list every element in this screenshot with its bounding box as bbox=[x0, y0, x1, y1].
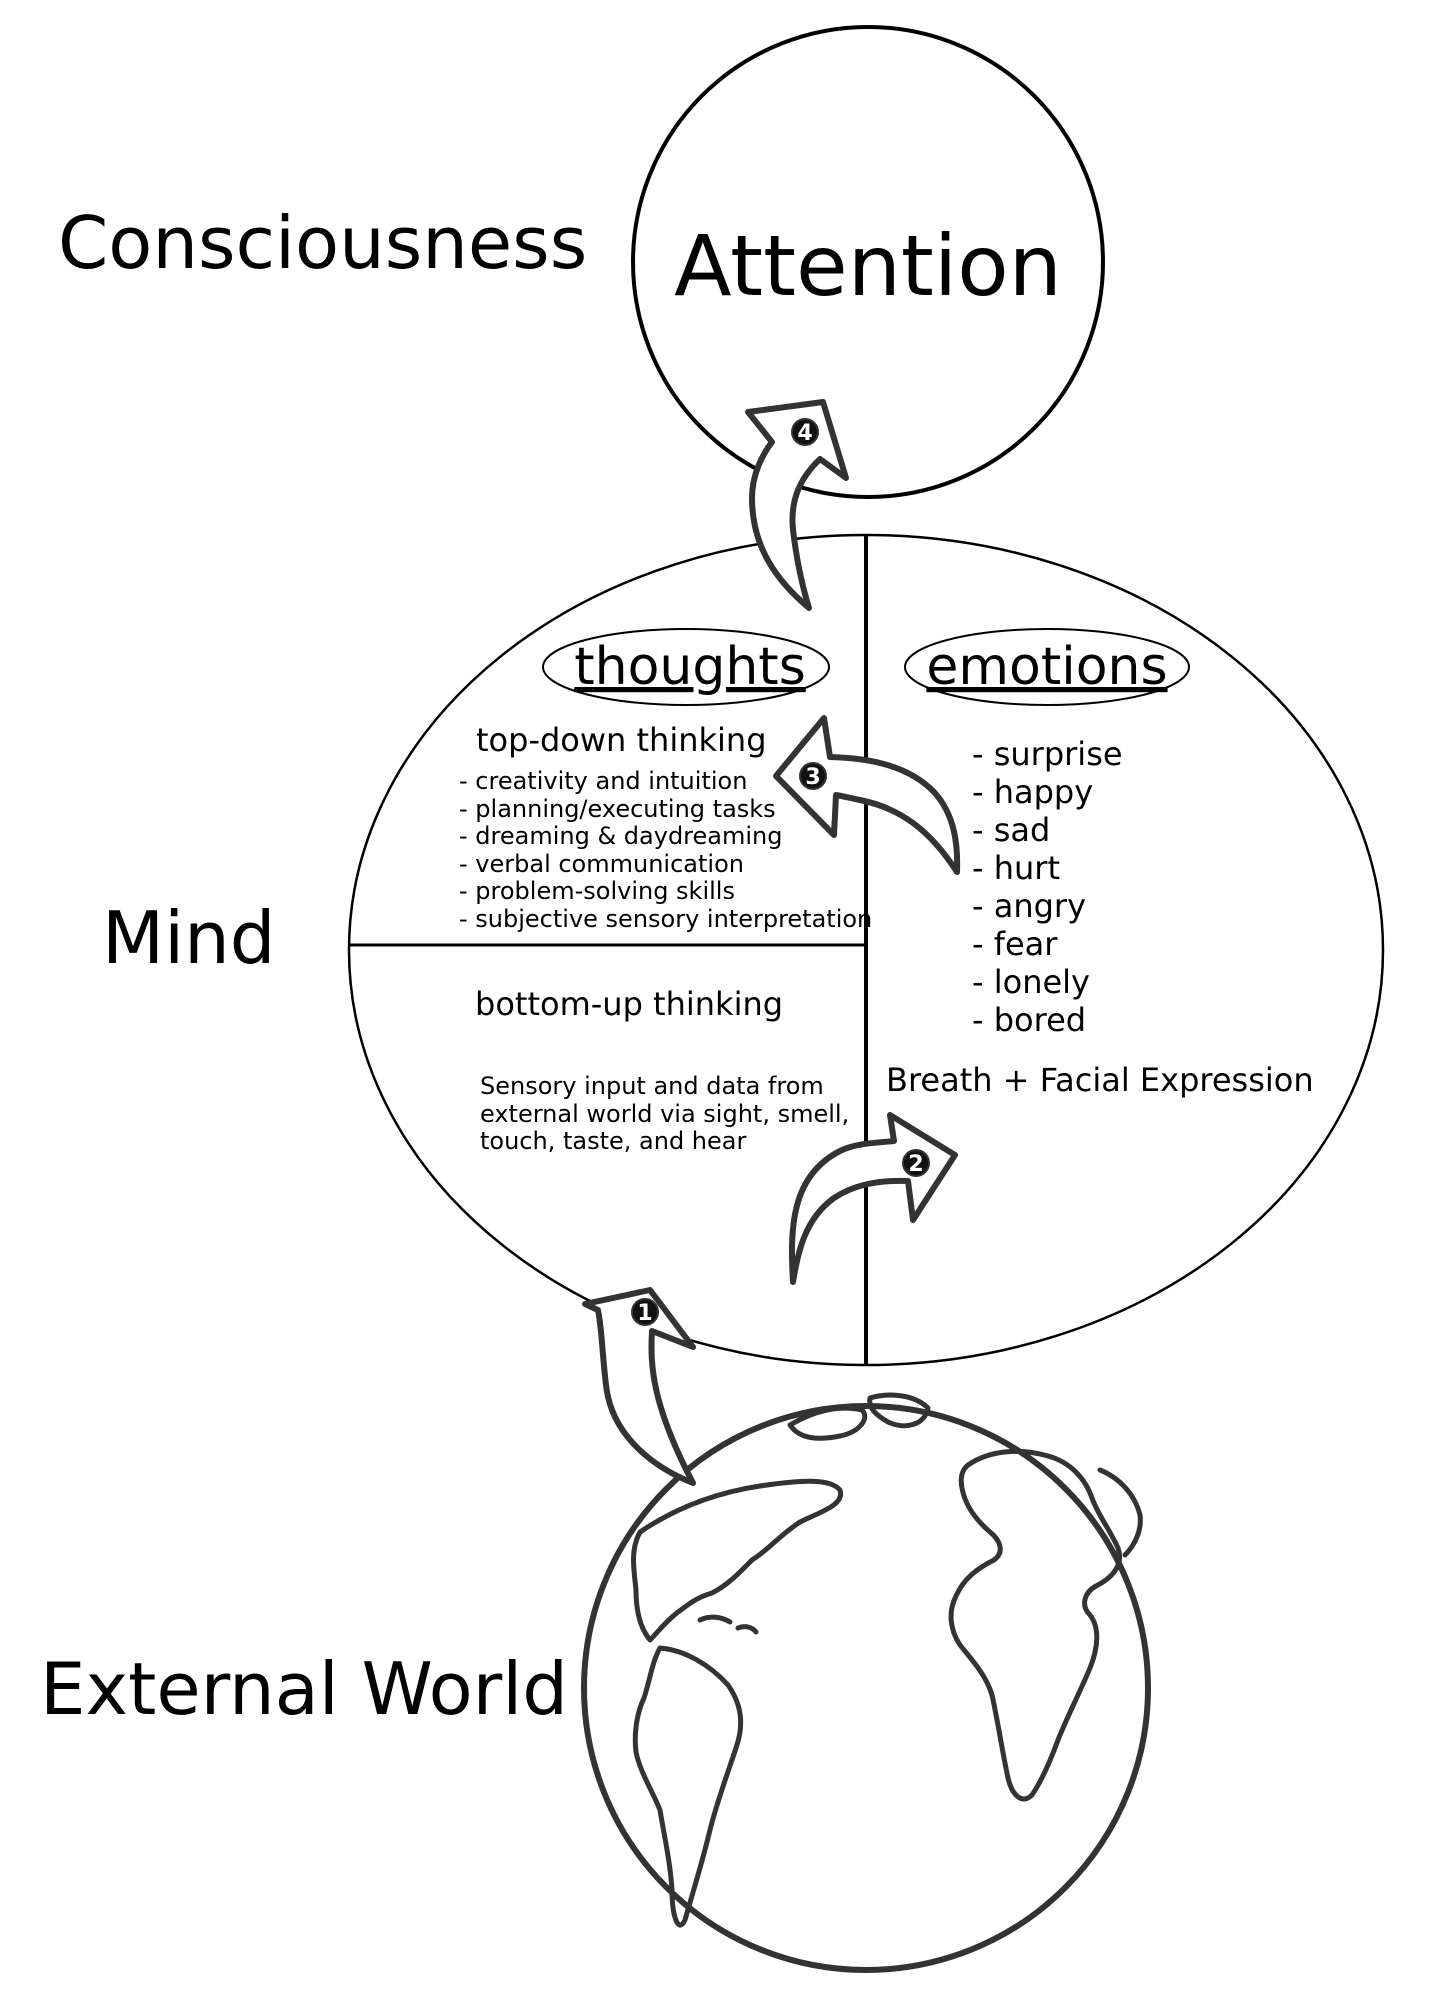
emotion-item: - fear bbox=[972, 925, 1058, 963]
thoughts-header-oval bbox=[542, 628, 830, 706]
emotion-item: - happy bbox=[972, 773, 1093, 811]
earth-globe-icon bbox=[581, 1392, 1151, 1973]
top-down-item: - subjective sensory interpretation bbox=[459, 905, 872, 933]
emotion-item: - hurt bbox=[972, 849, 1060, 887]
top-down-item: - verbal communication bbox=[459, 850, 744, 878]
arrow-1-icon: 1 bbox=[582, 1287, 696, 1486]
attention-circle bbox=[631, 25, 1105, 499]
top-down-item: - problem-solving skills bbox=[459, 877, 735, 905]
breath-facial-expression: Breath + Facial Expression bbox=[886, 1061, 1314, 1099]
svg-text:2: 2 bbox=[908, 1152, 923, 1177]
bottom-up-line: external world via sight, smell, bbox=[480, 1100, 849, 1128]
top-down-title: top-down thinking bbox=[476, 721, 767, 759]
emotion-item: - bored bbox=[972, 1001, 1086, 1039]
bottom-up-line: touch, taste, and hear bbox=[480, 1127, 746, 1155]
consciousness-label: Consciousness bbox=[58, 201, 587, 285]
attention-label: Attention bbox=[674, 217, 1062, 315]
emotion-item: - sad bbox=[972, 811, 1050, 849]
top-down-item: - creativity and intuition bbox=[459, 767, 747, 795]
bottom-up-line: Sensory input and data from bbox=[480, 1072, 824, 1100]
arrow-2-icon: 2 bbox=[789, 1112, 958, 1285]
emotion-item: - angry bbox=[972, 887, 1086, 925]
svg-text:1: 1 bbox=[637, 1301, 652, 1326]
arrow-3-icon: 3 bbox=[773, 715, 961, 875]
emotions-header-oval bbox=[904, 628, 1190, 706]
emotion-item: - lonely bbox=[972, 963, 1090, 1001]
mind-label: Mind bbox=[102, 896, 275, 980]
thoughts-header: thoughts bbox=[574, 637, 806, 697]
svg-text:3: 3 bbox=[805, 765, 820, 790]
arrow-4-icon: 4 bbox=[745, 399, 849, 611]
emotions-header: emotions bbox=[926, 637, 1167, 697]
bottom-up-title: bottom-up thinking bbox=[475, 985, 783, 1023]
top-down-item: - dreaming & daydreaming bbox=[459, 822, 782, 850]
svg-text:4: 4 bbox=[797, 421, 812, 446]
top-down-item: - planning/executing tasks bbox=[459, 795, 776, 823]
external-world-label: External World bbox=[40, 1647, 568, 1731]
emotion-item: - surprise bbox=[972, 735, 1123, 773]
